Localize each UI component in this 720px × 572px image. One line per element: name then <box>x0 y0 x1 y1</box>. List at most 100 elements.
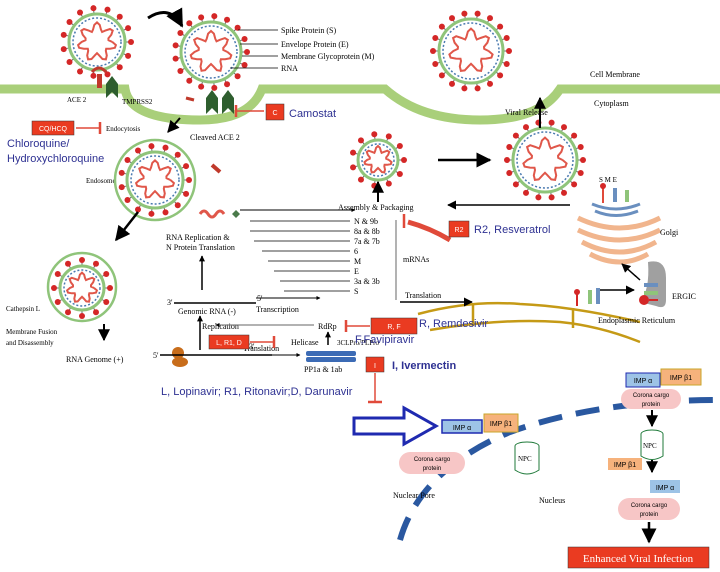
imp-alpha-box <box>441 419 483 434</box>
imp-alpha-label-right: IMP α <box>634 378 652 385</box>
tmprss2-protease <box>106 76 118 98</box>
golgi-apparatus <box>576 215 662 265</box>
endocytosis-label: Endocytosis <box>106 125 140 133</box>
cytoplasm-label: Cytoplasm <box>594 99 629 108</box>
genomic-rna-label: Genomic RNA (-) <box>178 307 236 316</box>
rna-replication-label-2: N Protein Translation <box>166 243 235 252</box>
golgi-vesicle <box>591 183 641 217</box>
tmprss2-label: TMPRSS2 <box>122 98 153 106</box>
mrna-label: 8a & 8b <box>354 227 380 236</box>
lopinavir-drug-box <box>208 334 250 350</box>
entry-arrow <box>147 7 184 28</box>
ace2-receptor <box>90 66 108 88</box>
virus-legend <box>230 29 278 69</box>
cleaved-ace2-fragment <box>185 96 222 174</box>
pp1a-label: PP1a & 1ab <box>304 365 342 374</box>
cl-pro-label: 3CLPro/PLPro <box>337 339 380 347</box>
cleaved-ace2-label: Cleaved ACE 2 <box>190 133 240 142</box>
fusion-vesicle <box>46 251 118 323</box>
helicase-label: Helicase <box>291 338 319 347</box>
lopinavir-drug-names: L, Lopinavir; R1, Ritonavir;D, Darunavir <box>161 386 353 398</box>
nuclear-pore-label: Nuclear Pore <box>393 491 435 500</box>
fusion-label-1: Membrane Fusion <box>6 328 58 336</box>
npc-cylinder-right <box>640 429 664 460</box>
ivermectin-drug-box-label: I <box>374 363 376 370</box>
nucleus-label: Nucleus <box>539 496 565 505</box>
er-label: Endoplasmic Reticulum <box>598 316 676 325</box>
mrna-label: E <box>354 267 359 276</box>
mrna-label: 7a & 7b <box>354 237 380 246</box>
ivermectin-drug-box <box>365 356 385 373</box>
cq-drug-name-line2: Hydroxychloroquine <box>7 153 104 165</box>
ribosome <box>172 347 188 367</box>
ergic-label: ERGIC <box>672 292 696 301</box>
nuclear-import-arrow <box>352 405 440 447</box>
viral-release-label: Viral Release <box>505 108 548 117</box>
spike-protein-label: Spike Protein (S) <box>281 26 336 35</box>
arrow-to-endosome-top <box>167 117 181 133</box>
membrane-glycoprotein-label: Membrane Glycoprotein (M) <box>281 52 375 61</box>
virus-particle-endosome <box>118 143 192 217</box>
camostat-inhibit-symbol <box>234 105 264 117</box>
sme-label: S M E <box>599 176 617 184</box>
assembly-label: Assembly & Packaging <box>338 203 414 212</box>
virus-particle-binding <box>172 13 250 91</box>
imp-beta-box-nucleus <box>608 458 642 470</box>
endosome <box>113 138 197 222</box>
cargo-protein-box <box>399 452 465 474</box>
imp-beta-label: IMP β1 <box>490 421 512 428</box>
rna-squiggle <box>198 209 240 219</box>
npc-cylinder <box>514 441 540 475</box>
resveratrol-drug-name: R2, Resveratrol <box>474 224 550 236</box>
cargo-protein-label-2: protein <box>423 466 441 472</box>
cell-membrane <box>0 84 720 125</box>
virus-particle-vesicle <box>504 119 586 201</box>
translation-top-label: Translation <box>405 291 441 300</box>
imp-beta-box-right <box>660 368 702 386</box>
cathepsin-label: Cathepsin L <box>6 305 40 313</box>
virus-particle-assembly <box>350 131 407 189</box>
envelope-protein-label: Envelope Protein (E) <box>281 40 349 49</box>
imp-beta-label-nucleus: IMP β1 <box>614 462 636 469</box>
npc-label-right: NPC <box>643 442 657 450</box>
cargo-protein-right-2: protein <box>642 402 660 408</box>
npc-label: NPC <box>518 455 532 463</box>
camostat-drug-box-label: C <box>272 110 277 117</box>
endosome-label: Endosome <box>86 177 116 185</box>
three-prime-top: 3' <box>167 298 173 307</box>
camostat-drug-box <box>265 103 285 121</box>
five-prime-left: 5' <box>153 351 159 360</box>
mrna-label: M <box>354 257 361 266</box>
imp-beta-label-right: IMP β1 <box>670 375 692 382</box>
rna-label: RNA <box>281 64 298 73</box>
lopinavir-inhibit-symbol <box>250 336 276 348</box>
lopinavir-drug-box-label: L, R1, D <box>216 340 242 347</box>
imp-alpha-box-right <box>625 372 661 388</box>
cargo-protein-label-1: Corona cargo <box>414 457 451 463</box>
imp-alpha-label-nucleus: IMP α <box>656 485 674 492</box>
arrow-ergic-to-golgi <box>621 263 641 281</box>
three-prime-bottom: 3' <box>249 342 255 351</box>
ace2-label: ACE 2 <box>67 96 87 104</box>
cq-drug-box <box>31 120 75 136</box>
cargo-protein-right-1: Corona cargo <box>633 393 670 399</box>
ergic <box>639 261 666 308</box>
remdesivir-drug-name: R, Remdesivir <box>419 318 488 330</box>
tmprss2-protease-pair <box>206 90 234 114</box>
enhanced-viral-infection-label: Enhanced Viral Infection <box>583 553 694 565</box>
rna-genome-label: RNA Genome (+) <box>66 355 124 364</box>
arrow-endosome-to-fusion <box>115 211 139 242</box>
fusion-label-2: and Disassembly <box>6 339 54 347</box>
translation-bottom-label: Translation <box>243 344 279 353</box>
resveratrol-drug-box-label: R2 <box>455 227 464 234</box>
transcription-label: Transcription <box>256 305 299 314</box>
rna-replication-label-1: RNA Replication & <box>166 233 230 242</box>
virus-particle-fusion <box>51 257 113 319</box>
pp1a-polyprotein <box>306 351 356 362</box>
imp-beta-box <box>483 413 519 433</box>
mrna-label: N & 9b <box>354 217 378 226</box>
mrna-label: 3a & 3b <box>354 277 380 286</box>
cq-inhibit-symbol <box>76 122 102 134</box>
